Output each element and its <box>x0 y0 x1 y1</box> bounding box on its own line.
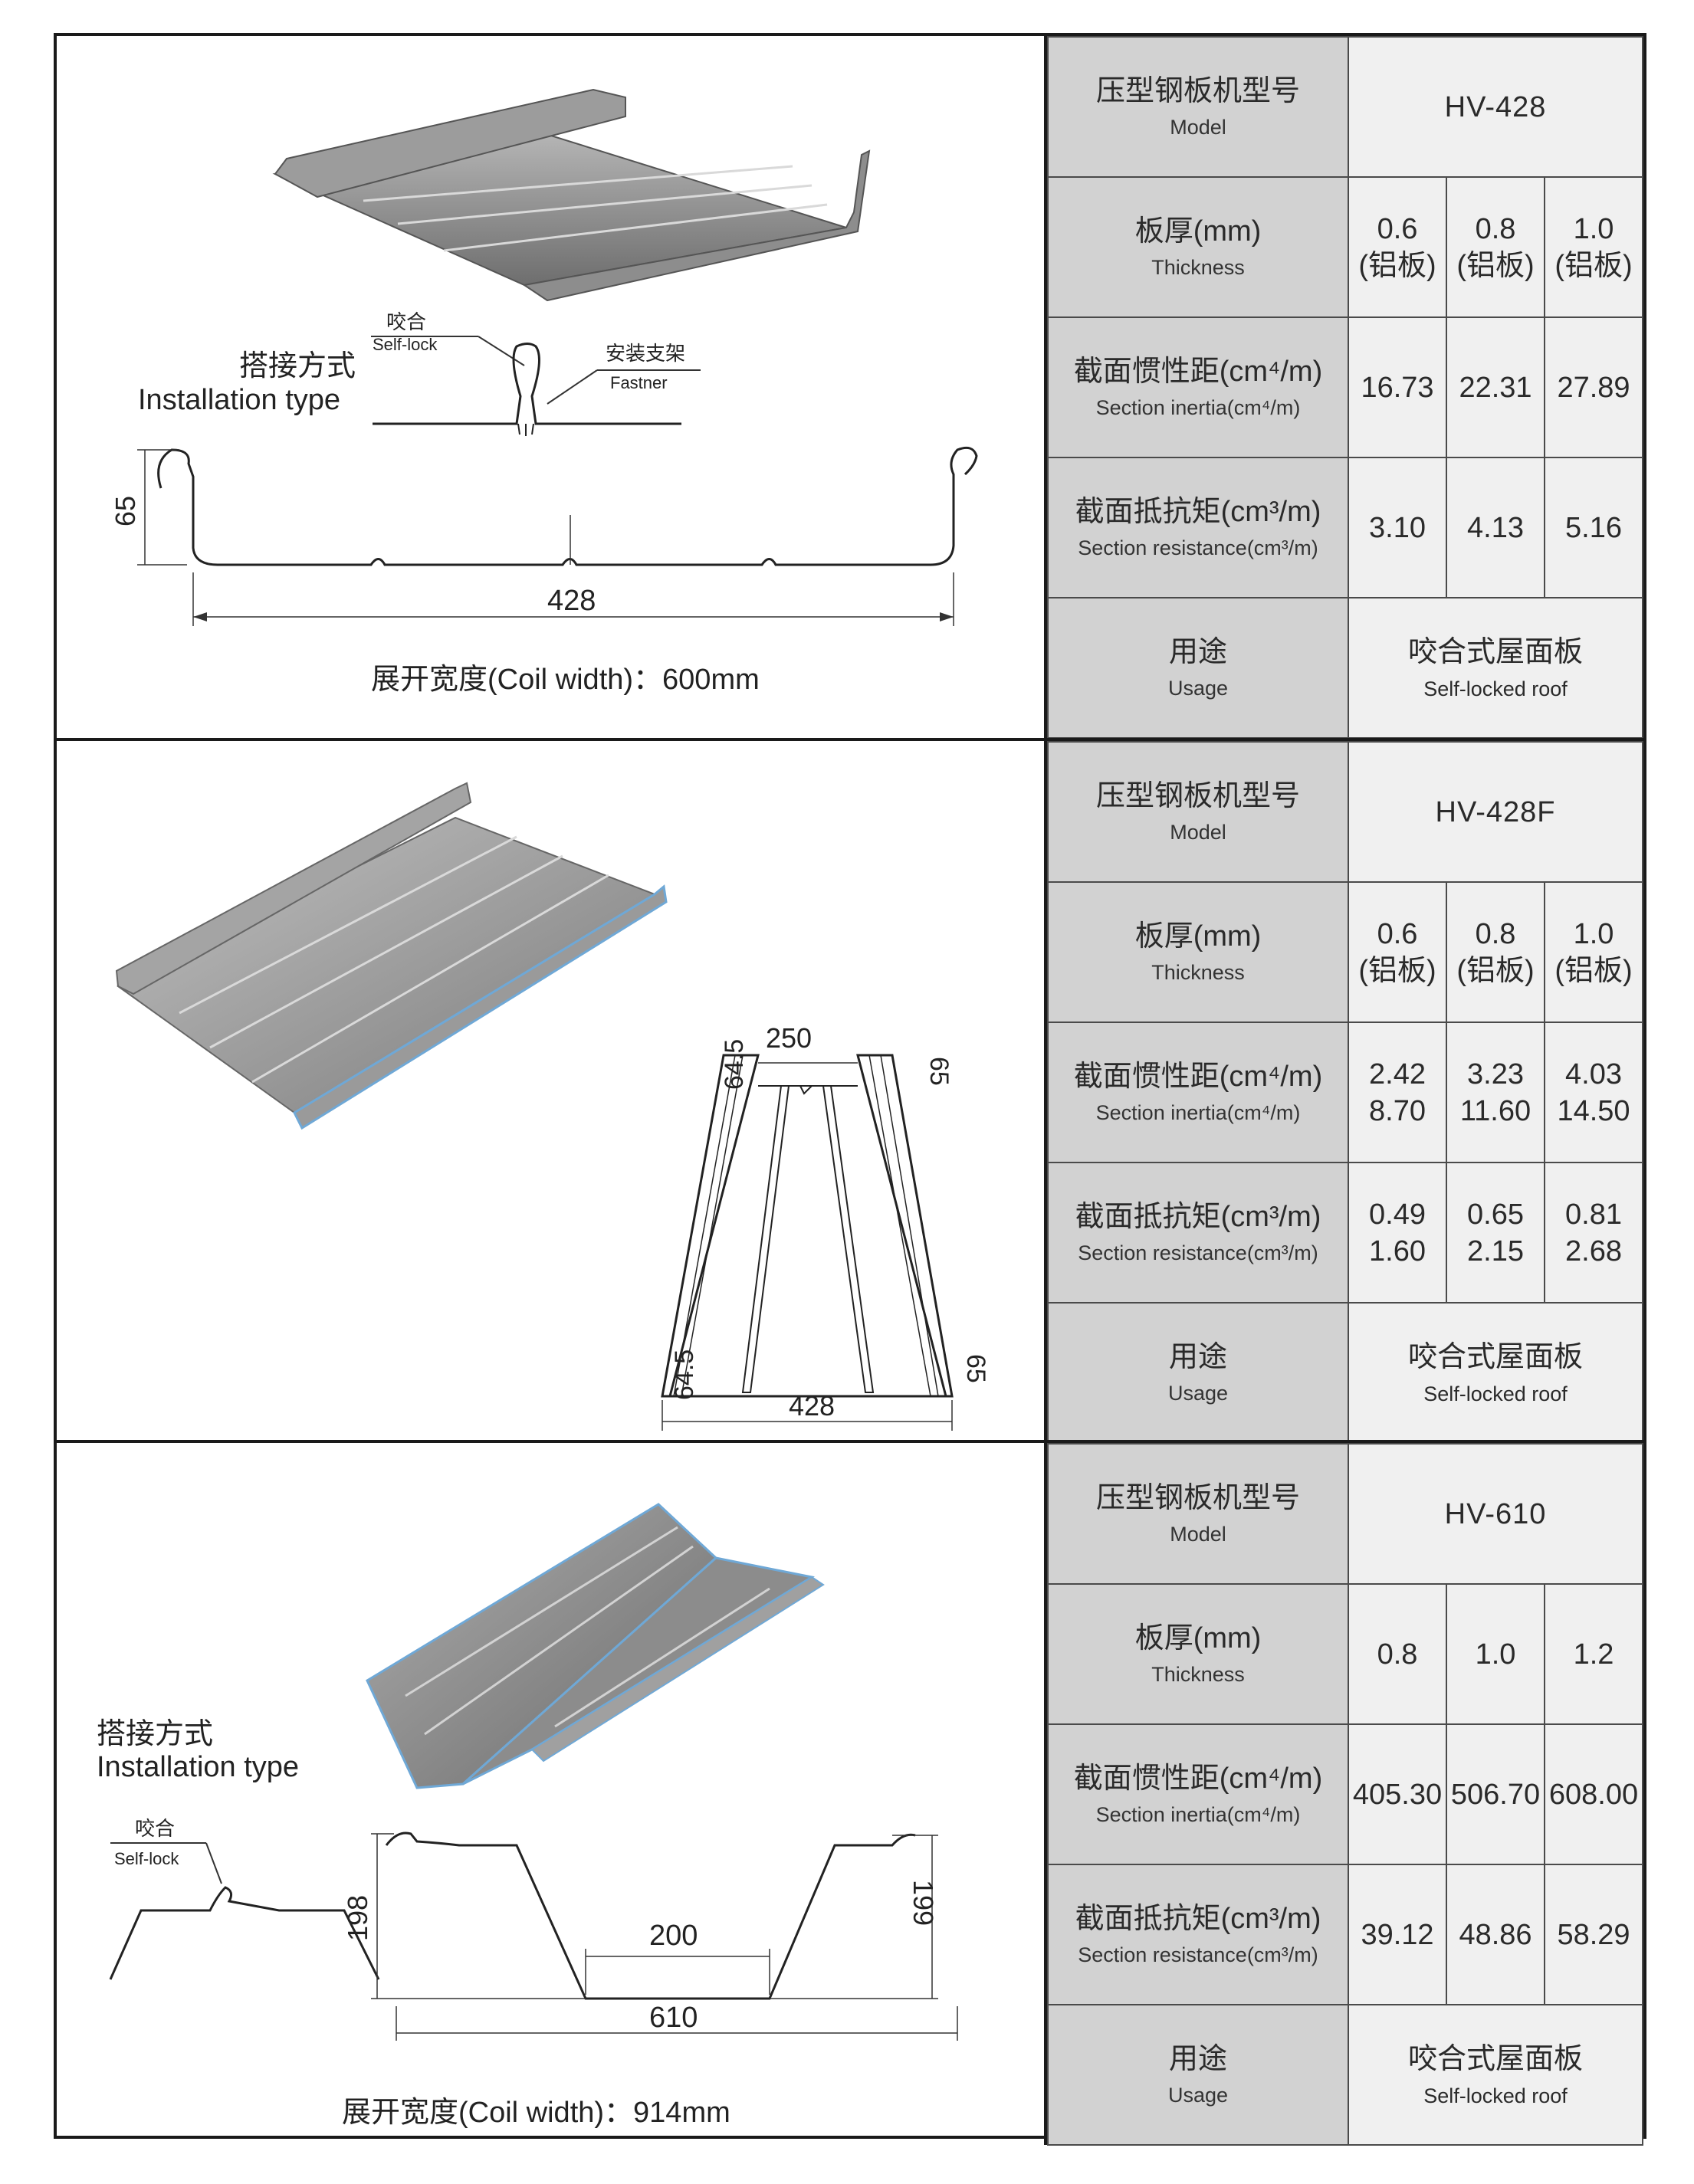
install-type-en: Installation type <box>97 1751 299 1783</box>
hv610-drawing: 搭接方式 Installation type 咬合 Self-lock 198 <box>97 1503 958 2041</box>
bottom-left-dim: 64.5 <box>670 1349 699 1400</box>
inertia-label: 截面惯性距(cm⁴/m)Section inertia(cm⁴/m) <box>1047 316 1349 458</box>
inertia-cell: 27.89 <box>1544 316 1643 458</box>
coil-width-caption: 展开宽度(Coil width)：600mm <box>371 664 760 696</box>
cross-section-diagram: 250 64.5 65 428 64.5 65 <box>661 1022 990 1431</box>
thickness-cell: 0.8 <box>1348 1583 1447 1725</box>
top-width-dim: 250 <box>766 1022 812 1054</box>
install-type-en: Installation type <box>138 384 340 416</box>
top-right-dim: 65 <box>924 1057 954 1086</box>
drawing-panel: 250 64.5 65 428 64.5 65 <box>57 741 1047 1443</box>
drawing-panel: 搭接方式 Installation type 咬合 Self-lock 安装支架… <box>57 36 1047 738</box>
inertia-cell: 608.00 <box>1544 1723 1643 1865</box>
thickness-label: 板厚(mm)Thickness <box>1047 1583 1349 1725</box>
model-value: HV-428 <box>1348 36 1643 178</box>
install-type-zh: 搭接方式 <box>239 350 356 382</box>
thickness-label: 板厚(mm)Thickness <box>1047 176 1349 318</box>
coil-width-caption: 展开宽度(Coil width)：914mm <box>342 2097 730 2129</box>
resistance-cell: 0.81 2.68 <box>1544 1162 1643 1304</box>
selflock-zh: 咬合 <box>135 1817 175 1840</box>
thickness-cell: 0.8 (铝板) <box>1446 881 1545 1023</box>
model-value: HV-428F <box>1348 741 1643 883</box>
resistance-cell: 58.29 <box>1544 1864 1643 2005</box>
product-block-hv428: 搭接方式 Installation type 咬合 Self-lock 安装支架… <box>57 36 1643 739</box>
resistance-cell: 3.10 <box>1348 457 1447 598</box>
thickness-cell: 0.8 (铝板) <box>1446 176 1545 318</box>
inertia-cell: 4.03 14.50 <box>1544 1021 1643 1163</box>
resistance-label: 截面抵抗矩(cm³/m)Section resistance(cm³/m) <box>1047 1162 1349 1304</box>
inertia-cell: 2.42 8.70 <box>1348 1021 1447 1163</box>
resistance-label: 截面抵抗矩(cm³/m)Section resistance(cm³/m) <box>1047 457 1349 598</box>
product-sheet: 搭接方式 Installation type 咬合 Self-lock 安装支架… <box>54 33 1646 2146</box>
thickness-cell: 0.6 (铝板) <box>1348 176 1447 318</box>
bottom-right-dim: 65 <box>961 1354 990 1383</box>
panel-3d-image <box>272 88 871 302</box>
resistance-cell: 0.49 1.60 <box>1348 1162 1447 1304</box>
selflock-en: Self-lock <box>373 335 438 354</box>
inertia-cell: 22.31 <box>1446 316 1545 458</box>
bottom-flat-dim: 200 <box>649 1920 698 1952</box>
height-right-dim: 199 <box>908 1880 939 1926</box>
inertia-label: 截面惯性距(cm⁴/m)Section inertia(cm⁴/m) <box>1047 1723 1349 1865</box>
resistance-cell: 5.16 <box>1544 457 1643 598</box>
product-block-hv610: 搭接方式 Installation type 咬合 Self-lock 198 <box>57 1440 1643 2146</box>
resistance-cell: 4.13 <box>1446 457 1545 598</box>
inertia-cell: 405.30 <box>1348 1723 1447 1865</box>
resistance-label: 截面抵抗矩(cm³/m)Section resistance(cm³/m) <box>1047 1864 1349 2005</box>
install-type-zh: 搭接方式 <box>97 1718 213 1750</box>
resistance-cell: 0.65 2.15 <box>1446 1162 1545 1304</box>
bottom-width-dim: 428 <box>789 1390 835 1422</box>
hv428-drawing: 搭接方式 Installation type 咬合 Self-lock 安装支架… <box>110 88 978 626</box>
top-left-dim: 64.5 <box>720 1039 749 1090</box>
fastner-zh: 安装支架 <box>606 342 685 365</box>
drawing-panel: 搭接方式 Installation type 咬合 Self-lock 198 <box>57 1443 1047 2145</box>
panel-3d-image <box>366 1503 825 1789</box>
height-dim: 65 <box>110 496 141 526</box>
thickness-cell: 1.2 <box>1544 1583 1643 1725</box>
inertia-label: 截面惯性距(cm⁴/m)Section inertia(cm⁴/m) <box>1047 1021 1349 1163</box>
thickness-cell: 1.0 (铝板) <box>1544 881 1643 1023</box>
hv428f-drawing: 250 64.5 65 428 64.5 65 <box>115 782 990 1431</box>
resistance-cell: 39.12 <box>1348 1864 1447 2005</box>
resistance-cell: 48.86 <box>1446 1864 1545 2005</box>
fastner-en: Fastner <box>610 373 668 392</box>
panel-3d-image <box>115 782 668 1130</box>
inertia-cell: 506.70 <box>1446 1723 1545 1865</box>
thickness-cell: 1.0 <box>1446 1583 1545 1725</box>
inertia-cell: 16.73 <box>1348 316 1447 458</box>
cross-section-diagram: 198 199 200 610 <box>342 1831 958 2041</box>
selflock-zh: 咬合 <box>386 310 426 333</box>
cross-section-diagram: 65 428 <box>110 446 978 626</box>
thickness-label: 板厚(mm)Thickness <box>1047 881 1349 1023</box>
width-dim: 428 <box>547 585 596 617</box>
height-left-dim: 198 <box>342 1895 373 1941</box>
thickness-cell: 0.6 (铝板) <box>1348 881 1447 1023</box>
inertia-cell: 3.23 11.60 <box>1446 1021 1545 1163</box>
selflock-en: Self-lock <box>114 1849 179 1868</box>
thickness-cell: 1.0 (铝板) <box>1544 176 1643 318</box>
model-value: HV-610 <box>1348 1443 1643 1585</box>
width-dim: 610 <box>649 2002 698 2034</box>
